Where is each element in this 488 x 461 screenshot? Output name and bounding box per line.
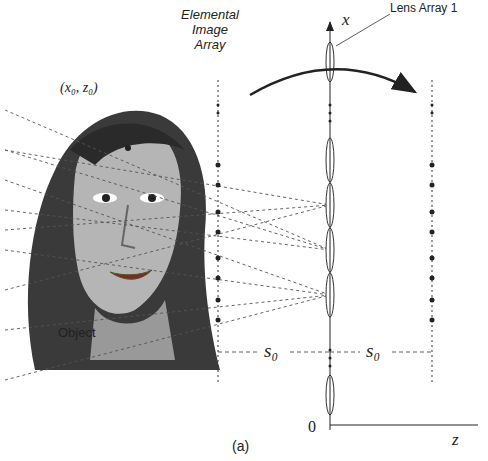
- distance-label: s₀: [364, 340, 382, 362]
- part-label: Lens Array 1: [390, 2, 457, 16]
- distance-label: s₀: [262, 340, 280, 362]
- ray-lines: [5, 110, 330, 380]
- figure-caption: (a): [232, 438, 249, 454]
- axis-label: x: [342, 10, 350, 30]
- object-label: Object: [58, 326, 96, 341]
- dimension-lines: [218, 352, 432, 353]
- x-axis: [330, 22, 331, 430]
- z-axis: [330, 425, 478, 426]
- pixel-dots: [216, 104, 435, 368]
- axis-label: z: [452, 430, 459, 450]
- plane-label: Elemental Image Array: [175, 8, 245, 53]
- origin-label: 0: [308, 418, 316, 436]
- flip-arrow: [250, 69, 415, 95]
- point-label: (x₀, z₀): [58, 80, 100, 96]
